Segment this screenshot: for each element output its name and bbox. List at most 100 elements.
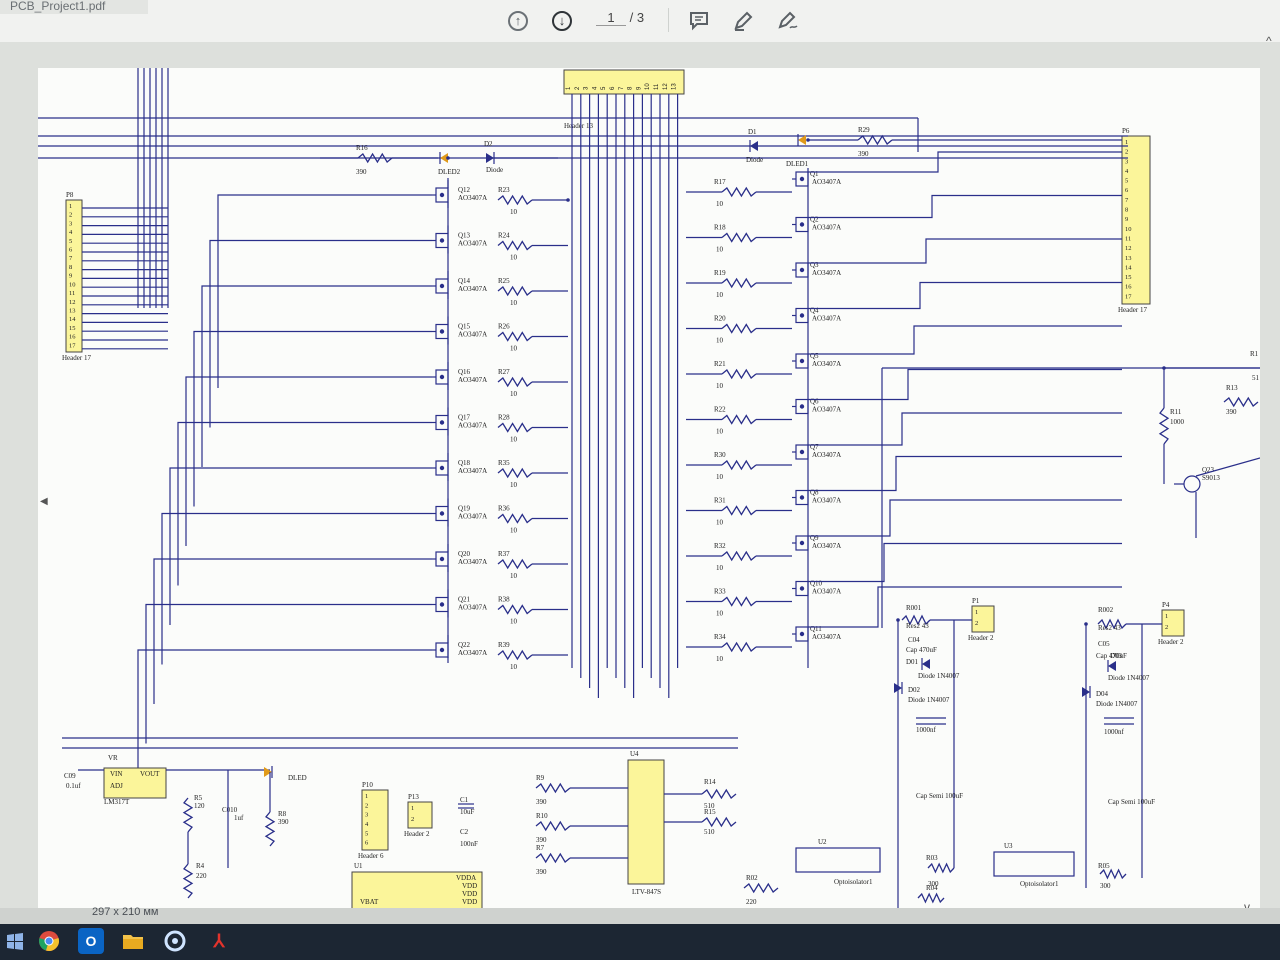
- label-rv: 10: [510, 390, 518, 398]
- label-q10: Q10: [810, 580, 823, 588]
- resistor-r04: [917, 892, 945, 904]
- led-dled2: [440, 153, 448, 163]
- mosfet-body: [439, 192, 445, 198]
- label-r002: R002: [1098, 606, 1114, 614]
- previous-page-button[interactable]: ↑: [508, 8, 528, 34]
- mosfet-body: [439, 465, 445, 471]
- header-pin-label: 6: [365, 840, 369, 847]
- label-rv: 10: [510, 436, 518, 444]
- junction-dot: [1162, 366, 1166, 370]
- label-q15: Q15: [458, 323, 471, 331]
- app-icon[interactable]: [162, 928, 188, 954]
- label-r23: R23: [498, 186, 510, 194]
- label-r7v: 390: [536, 868, 547, 876]
- label-r5v: 120: [194, 802, 205, 810]
- scroll-up-arrow[interactable]: ^: [1266, 34, 1272, 48]
- header-pin-label: 10: [69, 281, 76, 288]
- header-p1: [971, 605, 995, 633]
- mosfet-body: [799, 313, 805, 318]
- label-dled: DLED: [288, 774, 307, 782]
- windows-icon[interactable]: [2, 928, 28, 954]
- file-explorer-icon[interactable]: [120, 928, 146, 954]
- label-r002v: Res2 43: [1098, 624, 1121, 632]
- label-r29: R29: [858, 126, 870, 134]
- label-r21: R21: [714, 360, 726, 368]
- current-page-input[interactable]: 1: [596, 10, 626, 26]
- label-r02v: 220: [746, 898, 757, 906]
- label-q23v: S9013: [1202, 474, 1220, 482]
- label-part: AO3407A: [458, 649, 487, 657]
- label-c05v: Cap 470uF: [1096, 652, 1127, 660]
- header-pin-label: 6: [69, 247, 73, 254]
- header-pin-label: 6: [1125, 187, 1129, 194]
- label-rv: 10: [716, 428, 724, 436]
- label-part: AO3407A: [458, 240, 487, 248]
- header-pin-label: 15: [69, 325, 76, 332]
- resistor-r19: [721, 277, 757, 289]
- mosfet-body: [439, 329, 445, 334]
- label-r9: R9: [536, 774, 545, 782]
- led-dled: [264, 767, 272, 777]
- label-r37: R37: [498, 550, 510, 558]
- resistor-r002: [1097, 618, 1127, 630]
- header-13-label: Header 13: [564, 122, 593, 130]
- wire: [808, 238, 1122, 264]
- wire: [808, 281, 1122, 310]
- arrow-up-circle-icon: ↑: [508, 11, 528, 31]
- label-q19: Q19: [458, 505, 471, 513]
- header-pin-label: 16: [1125, 284, 1132, 291]
- label-r10: R10: [536, 812, 548, 820]
- diode-d2: [486, 153, 494, 163]
- wire: [177, 421, 432, 586]
- acrobat-icon[interactable]: ⅄: [213, 930, 225, 951]
- header-label: Header 17: [1118, 306, 1147, 314]
- label-c-b: Cap Semi 100uF: [1108, 798, 1155, 806]
- label-rv: 10: [510, 299, 518, 307]
- toolbar-divider: [668, 8, 669, 32]
- resistor-r27: [497, 376, 533, 388]
- file-tab[interactable]: PCB_Project1.pdf: [0, 0, 148, 14]
- label-r33: R33: [714, 588, 726, 596]
- wire: [169, 467, 432, 625]
- resistor-r37: [497, 558, 533, 570]
- label-rv: 10: [510, 527, 518, 535]
- wire: [153, 558, 432, 704]
- resistor-r13: [1223, 396, 1259, 408]
- draw-button[interactable]: [776, 8, 800, 34]
- label-part: AO3407A: [812, 497, 841, 505]
- outlook-icon[interactable]: O: [78, 928, 104, 954]
- label-r39: R39: [498, 641, 510, 649]
- comment-button[interactable]: [688, 8, 710, 34]
- chrome-icon[interactable]: [36, 928, 62, 954]
- label-part: AO3407A: [812, 633, 841, 641]
- mosfet-body: [799, 540, 805, 546]
- label-q23: Q23: [1202, 466, 1215, 474]
- label-r16v: 390: [356, 168, 367, 176]
- label-vdd: VDD: [462, 898, 477, 906]
- header-pin-label: 1: [975, 609, 978, 616]
- prev-page-side-arrow[interactable]: ◀: [40, 496, 48, 507]
- resistor-r17: [721, 186, 757, 198]
- label-c10v: 1uf: [234, 814, 244, 822]
- resistor-r8: [264, 811, 276, 847]
- label-r05: R05: [1098, 862, 1110, 870]
- header-pin-label: 17: [1125, 293, 1132, 300]
- wire: [808, 455, 1122, 492]
- mosfet-body: [439, 283, 445, 289]
- label-part: AO3407A: [458, 513, 487, 521]
- next-page-button[interactable]: ↓: [552, 8, 572, 34]
- resistor-r36: [497, 513, 533, 524]
- label-vdd: VDD: [462, 882, 477, 890]
- highlight-button[interactable]: [732, 8, 754, 34]
- label-r4v: 220: [196, 872, 207, 880]
- label-r28: R28: [498, 414, 510, 422]
- total-pages: 3: [636, 10, 645, 25]
- label-q18: Q18: [458, 459, 471, 467]
- scroll-down-arrow[interactable]: v: [1244, 900, 1250, 914]
- label-q21: Q21: [458, 596, 471, 604]
- junction-dot: [1084, 622, 1088, 626]
- resistor-r5: [182, 797, 194, 833]
- label-q4: Q4: [810, 307, 819, 315]
